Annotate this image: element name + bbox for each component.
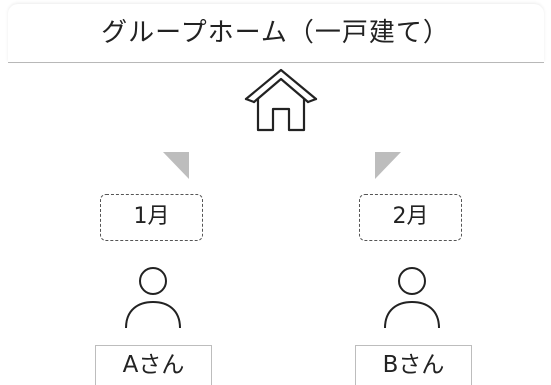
- person-icon: [124, 266, 182, 336]
- month-label-b: 2月: [359, 194, 462, 241]
- page-title: グループホーム（一戸建て）: [101, 18, 450, 48]
- house-icon: [243, 67, 319, 137]
- title-panel: [8, 4, 544, 62]
- person-icon: [383, 266, 441, 336]
- arrow-down-icon: [375, 152, 401, 179]
- title-divider: [8, 62, 544, 63]
- arrow-down-icon: [163, 152, 189, 179]
- arrow-right: [375, 152, 401, 184]
- arrow-left: [163, 152, 189, 184]
- resident-name-a: Aさん: [95, 345, 212, 385]
- resident-name-b: Bさん: [355, 345, 472, 385]
- month-label-a: 1月: [100, 194, 203, 241]
